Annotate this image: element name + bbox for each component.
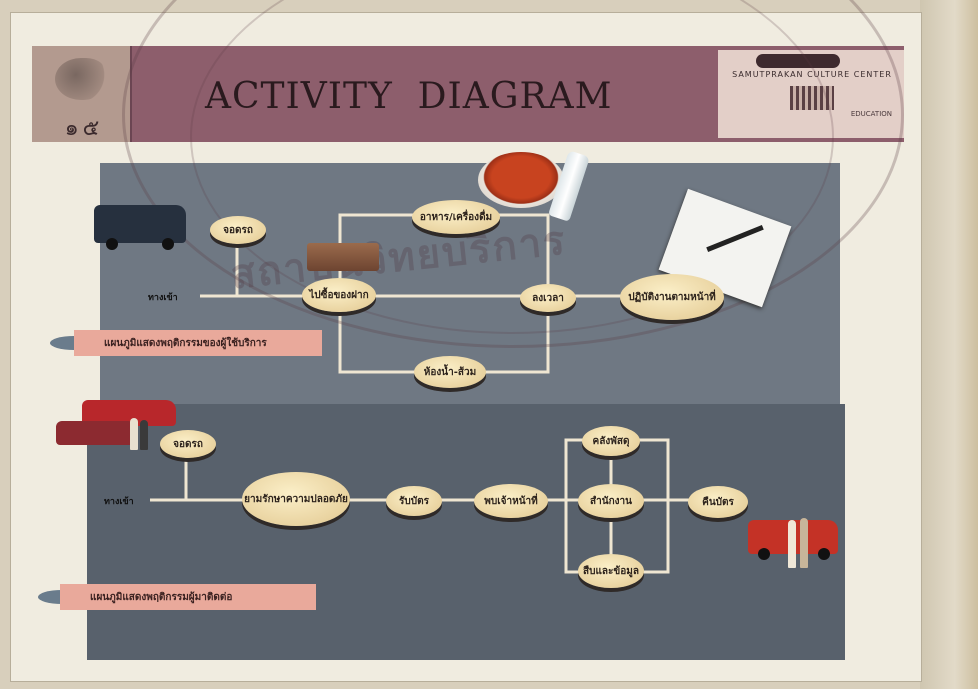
- node-card: รับบัตร: [386, 486, 442, 516]
- suv-wheel-icon: [162, 238, 174, 250]
- node-souvenir: ไปซื้อของฝาก: [302, 278, 376, 312]
- node-food: อาหาร/เครื่องดื่ม: [412, 200, 500, 234]
- node-work: ปฏิบัติงานตามหน้าที่: [620, 274, 724, 320]
- pizza-photo-icon: [478, 152, 564, 208]
- node-office: สำนักงาน: [578, 484, 644, 518]
- person-icon: [800, 518, 808, 568]
- sedan-photo-icon: [56, 421, 138, 445]
- person-icon: [140, 420, 148, 450]
- bird-illustration-icon: [55, 58, 107, 100]
- person-icon: [788, 520, 796, 568]
- souvenir-box-icon: [307, 243, 379, 271]
- page-number: ๑๕: [64, 116, 104, 141]
- jeep-wheel-icon: [818, 548, 830, 560]
- wall-background: [920, 0, 978, 689]
- jeep-wheel-icon: [758, 548, 770, 560]
- node-register: ลงเวลา: [520, 284, 576, 312]
- node-return-card: คืนบัตร: [688, 486, 748, 518]
- suv-photo-icon: [94, 205, 186, 243]
- node-staff: พบเจ้าหน้าที่: [474, 484, 548, 518]
- logo-subcaption: EDUCATION: [850, 110, 892, 118]
- entrance-label-top: ทางเข้า: [148, 293, 178, 303]
- node-guard: ยามรักษาความปลอดภัย: [242, 472, 350, 526]
- person-icon: [130, 418, 138, 450]
- node-parking-bottom: จอดรถ: [160, 430, 216, 458]
- node-restroom: ห้องน้ำ-ส้วม: [414, 356, 486, 388]
- node-warehouse: คลังพัสดุ: [582, 426, 640, 456]
- top-diagram-banner: แผนภูมิแสดงพฤติกรรมของผู้ใช้บริการ: [74, 330, 322, 356]
- entrance-label-bottom: ทางเข้า: [104, 497, 134, 507]
- node-info: สืบและข้อมูล: [578, 554, 644, 588]
- suv-wheel-icon: [106, 238, 118, 250]
- bottom-diagram-banner: แผนภูมิแสดงพฤติกรรมผู้มาติดต่อ: [60, 584, 316, 610]
- node-parking-top: จอดรถ: [210, 216, 266, 244]
